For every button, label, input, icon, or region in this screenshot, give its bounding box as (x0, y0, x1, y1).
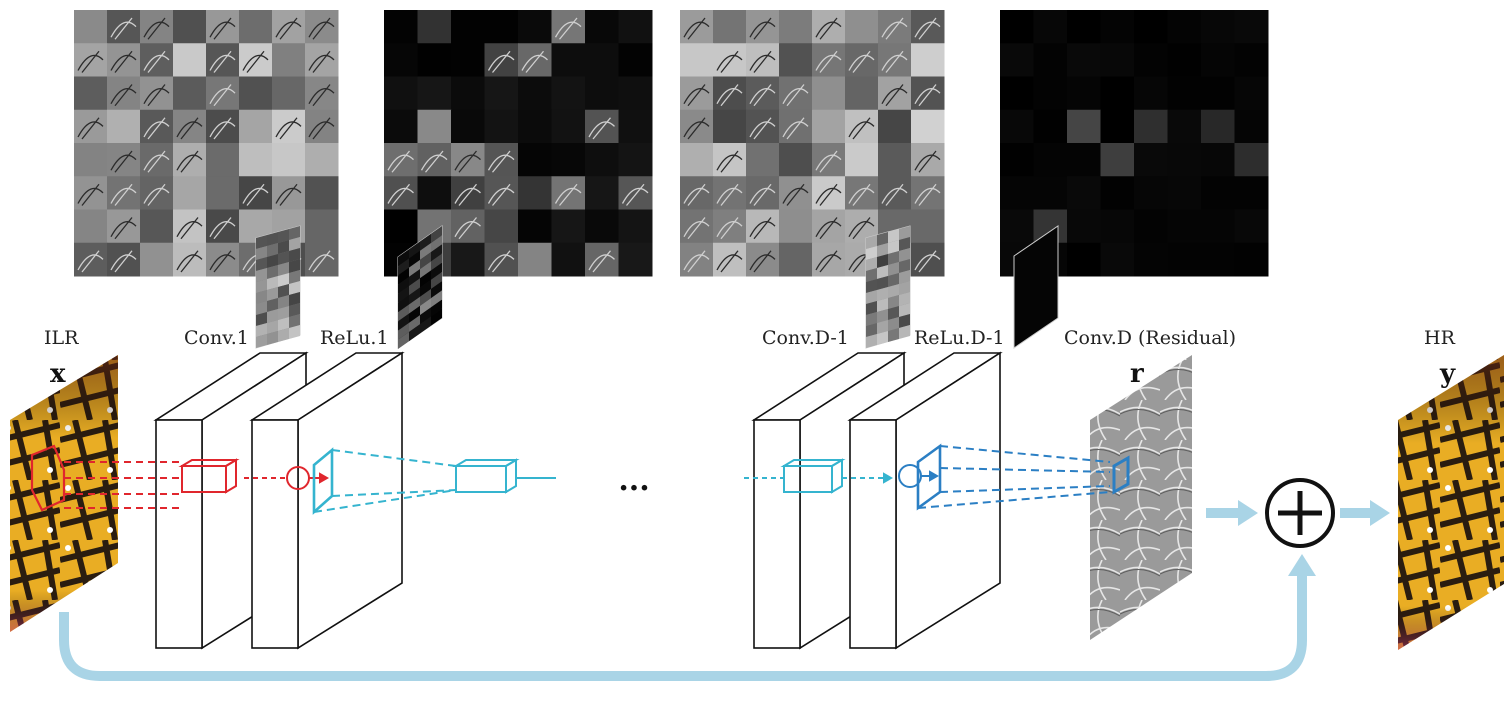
ellipsis: ... (618, 463, 649, 498)
input-label: ILR (44, 327, 79, 349)
residual-symbol: r (1130, 359, 1144, 389)
feature-map-mosaics (74, 10, 1269, 277)
circled-plus-icon (1265, 478, 1335, 548)
output-symbol: y (1439, 359, 1456, 389)
conv1-label: Conv.1 (184, 327, 249, 349)
feature-map-relu1 (384, 10, 653, 277)
relu1-label: ReLu.1 (320, 327, 389, 349)
feature-thumbnail-conv1 (255, 225, 301, 349)
relu1-block (249, 351, 405, 650)
reluD1-label: ReLu.D-1 (914, 327, 1005, 349)
skip-connection-arrow (59, 554, 1316, 681)
residual-image (1090, 355, 1192, 640)
convD-label: Conv.D (Residual) (1064, 327, 1236, 349)
feature-thumbnail-reluD1 (1013, 225, 1059, 349)
output-image (1398, 355, 1504, 650)
blue-residual-path (898, 443, 1130, 511)
feature-map-reluD1 (1000, 10, 1269, 277)
cyan-feature-path (312, 447, 894, 515)
red-receptive-path (30, 444, 330, 512)
feature-map-convD1 (680, 10, 945, 277)
reluD1-block (847, 351, 1003, 650)
output-label: HR (1424, 327, 1456, 349)
input-symbol: x (50, 359, 66, 389)
feature-thumbnail-relu1 (397, 225, 443, 349)
convD1-label: Conv.D-1 (762, 327, 849, 349)
feature-map-conv1 (74, 10, 339, 277)
feature-thumbnail-convD1 (865, 225, 911, 349)
flow-arrows (1206, 500, 1390, 526)
